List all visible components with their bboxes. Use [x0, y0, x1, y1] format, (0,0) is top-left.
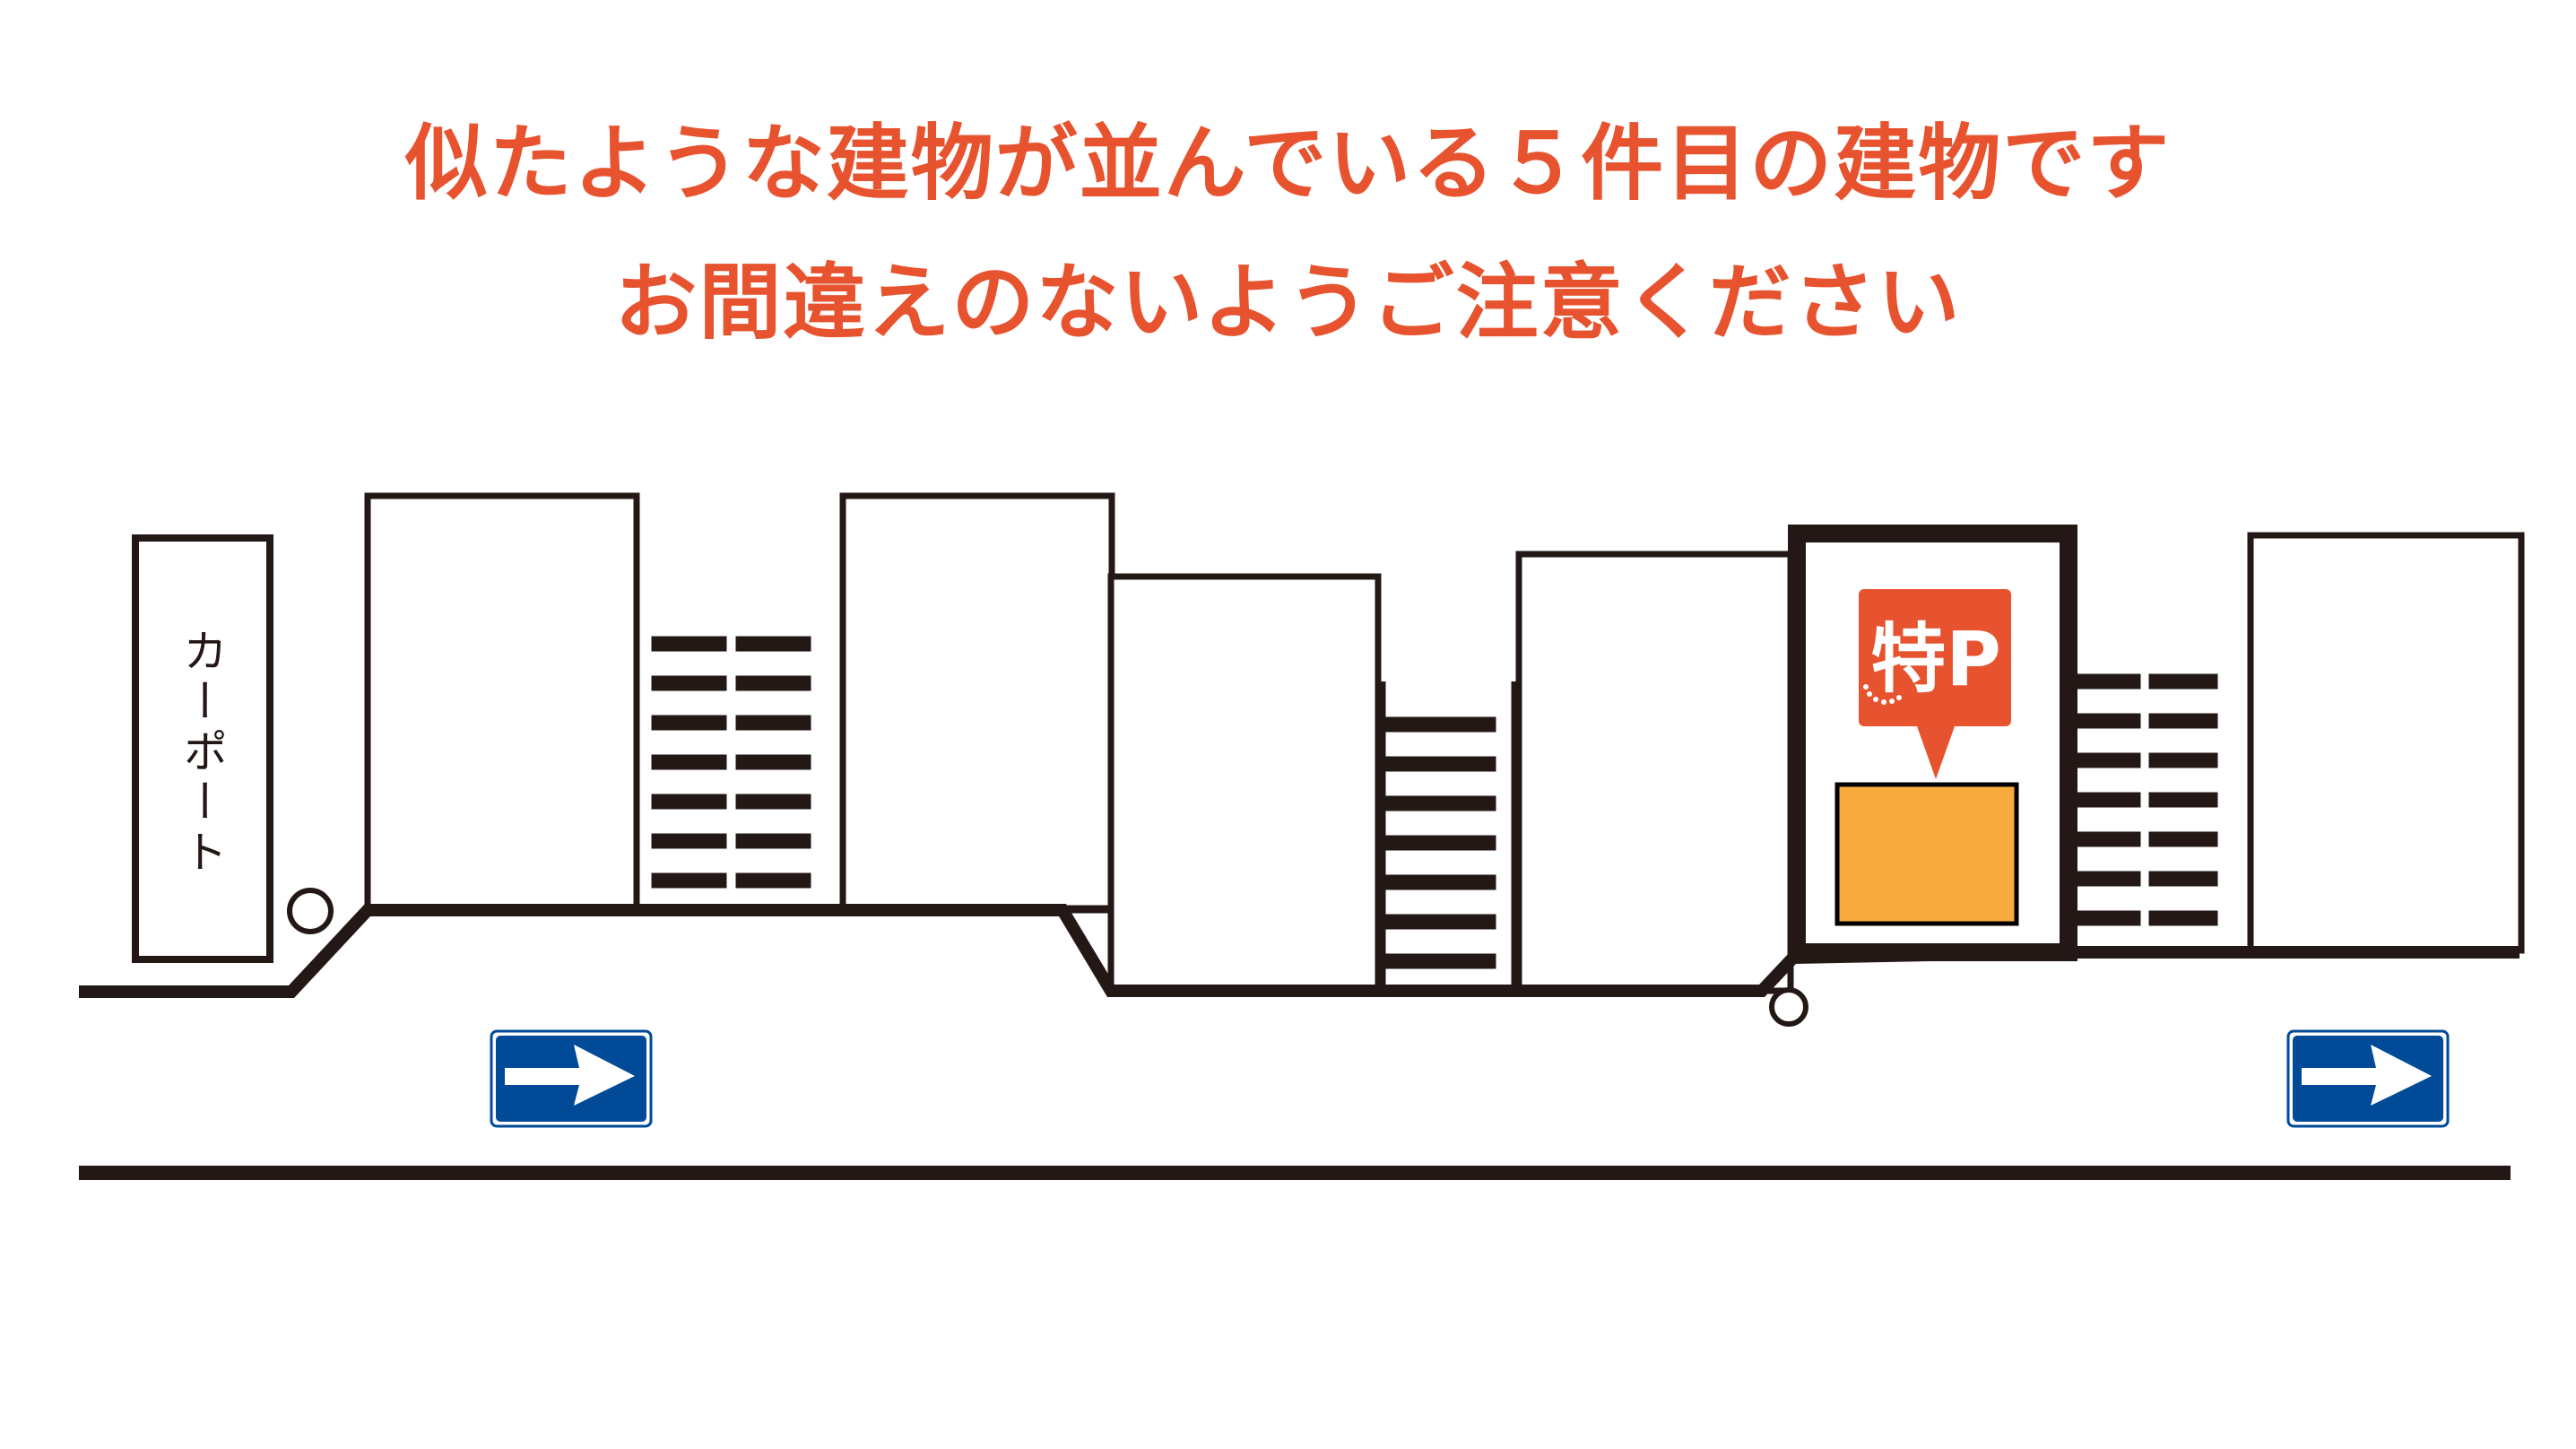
headline-line-2: お間違えのないようご注意ください	[614, 255, 1962, 351]
window	[1383, 953, 1496, 969]
headline-line-1: 似たような建物が並んでいる５件目の建物です	[404, 116, 2172, 212]
window	[735, 715, 811, 731]
window	[735, 833, 811, 849]
one-way-arrow-right-icon	[505, 1045, 635, 1106]
one-way-sign-left	[490, 1029, 653, 1128]
window	[651, 715, 727, 731]
window	[2071, 831, 2141, 847]
carport	[132, 534, 273, 963]
window	[1383, 914, 1496, 930]
building-apartment-windows-right	[2071, 673, 2218, 926]
window	[2071, 792, 2141, 808]
window	[2148, 792, 2218, 808]
window	[1383, 756, 1496, 772]
parking-pin-label: 特P	[1870, 615, 2001, 703]
window	[2071, 752, 2141, 768]
road-edge-upper	[79, 904, 2520, 998]
window	[735, 754, 811, 770]
window	[2071, 713, 2141, 729]
window	[1383, 835, 1496, 851]
window	[735, 636, 811, 652]
window	[2148, 871, 2218, 887]
window	[651, 675, 727, 691]
window	[2148, 752, 2218, 768]
building-right	[2247, 532, 2525, 954]
building-plain	[1515, 551, 1794, 994]
window	[651, 872, 727, 889]
window	[651, 833, 727, 849]
parking-spot	[1834, 782, 2019, 926]
utility-pole-circle-icon	[287, 888, 334, 934]
carport-label: カーポート	[176, 628, 228, 879]
building-4	[1107, 573, 1382, 994]
window	[651, 754, 727, 770]
window	[1383, 716, 1496, 733]
one-way-sign-right	[2286, 1029, 2450, 1128]
window	[1383, 874, 1496, 890]
window	[735, 794, 811, 810]
building-3	[839, 492, 1115, 912]
window	[2071, 910, 2141, 926]
one-way-arrow-right-icon	[2302, 1045, 2432, 1106]
window	[2148, 910, 2218, 926]
building-apartment-windows	[1383, 716, 1496, 969]
window	[2148, 713, 2218, 729]
window	[2071, 871, 2141, 887]
window	[1383, 795, 1496, 811]
building-1	[364, 492, 640, 912]
window	[651, 794, 727, 810]
window	[2071, 673, 2141, 690]
window	[2148, 673, 2218, 690]
utility-pole-circle-icon	[1769, 987, 1808, 1027]
window	[735, 675, 811, 691]
parking-pin-icon	[1859, 589, 2011, 779]
window	[2148, 831, 2218, 847]
window	[651, 636, 727, 652]
building-2-windows	[651, 636, 811, 889]
window	[735, 872, 811, 889]
